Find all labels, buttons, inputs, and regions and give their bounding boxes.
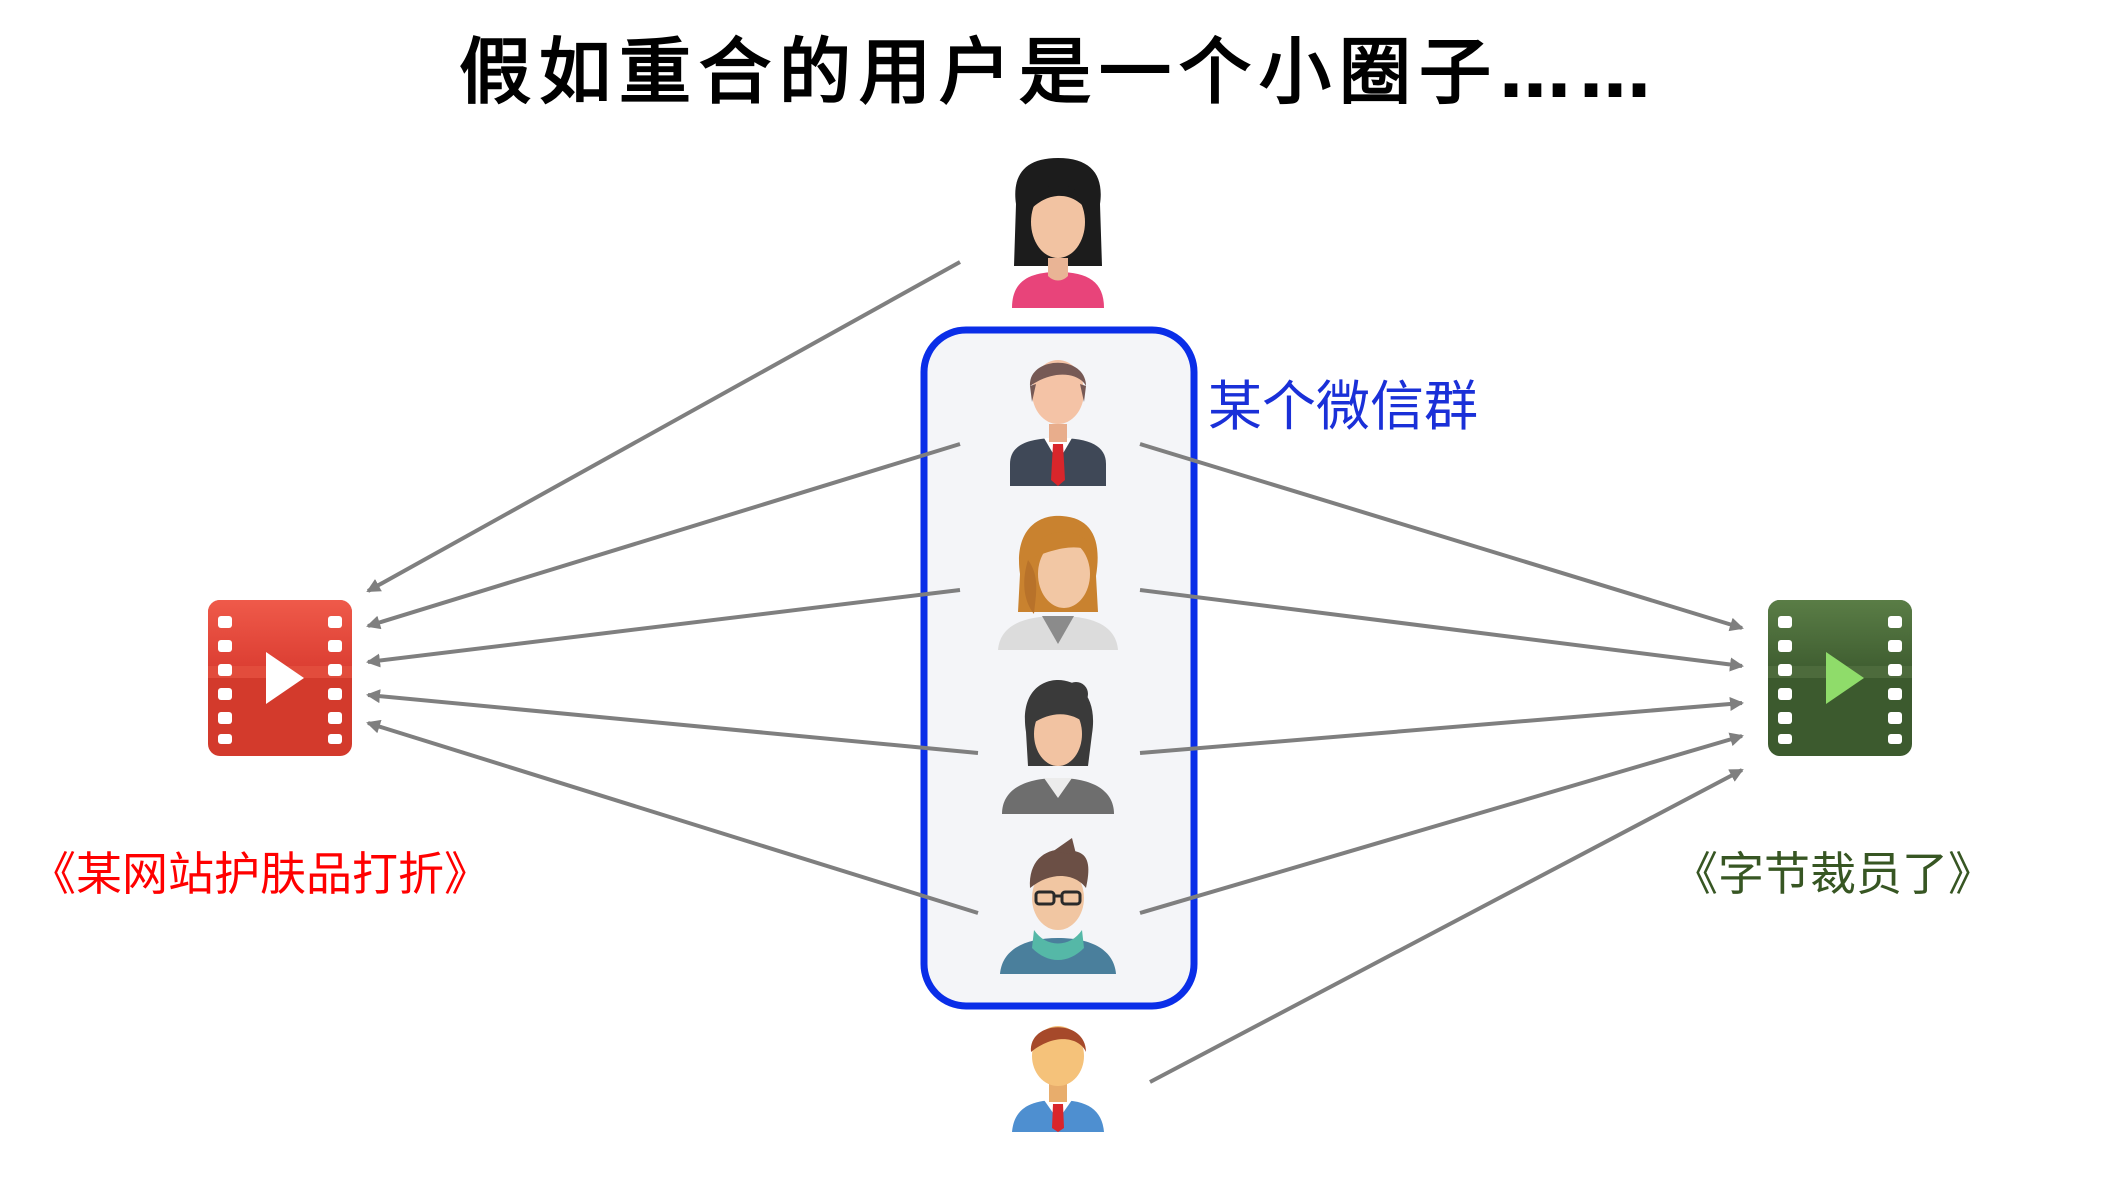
woman-user-icon (1012, 158, 1104, 308)
arrows-to-left-video (366, 260, 979, 915)
wechat-group-box (920, 326, 1198, 1010)
right-video-title: 《字节裁员了》 (1672, 847, 1994, 901)
arrow-user-1-to-left (366, 442, 961, 630)
man-user-icon (1012, 1026, 1104, 1132)
page-title: 假如重合的用户是一个小圈子…… (458, 30, 1659, 114)
arrow-user-2-to-right (1139, 588, 1744, 672)
glasses-man-user-icon (1000, 838, 1116, 974)
arrow-bottom-user-to-right (1149, 768, 1744, 1084)
arrow-user-3-to-right (1139, 697, 1744, 755)
arrow-user-3-to-left (366, 689, 979, 755)
arrow-user-4-to-right (1139, 732, 1744, 915)
blonde-woman-user-icon (998, 515, 1118, 650)
arrow-user-2-to-left (366, 588, 961, 668)
video-play-icon (266, 652, 304, 704)
wechat-group-label: 某个微信群 (1208, 375, 1478, 438)
businessman-user-icon (1010, 360, 1106, 486)
arrow-user-1-to-right (1139, 442, 1744, 632)
left-video-icon (208, 600, 352, 756)
arrow-user-4-to-left (366, 719, 979, 915)
video-play-icon (1826, 652, 1864, 704)
left-video-title: 《某网站护肤品打折》 (30, 847, 490, 901)
arrows-to-right-video (1139, 442, 1744, 1084)
businesswoman-user-icon (1002, 680, 1114, 814)
arrow-top-user-to-left (366, 260, 961, 593)
right-video-icon (1768, 600, 1912, 756)
